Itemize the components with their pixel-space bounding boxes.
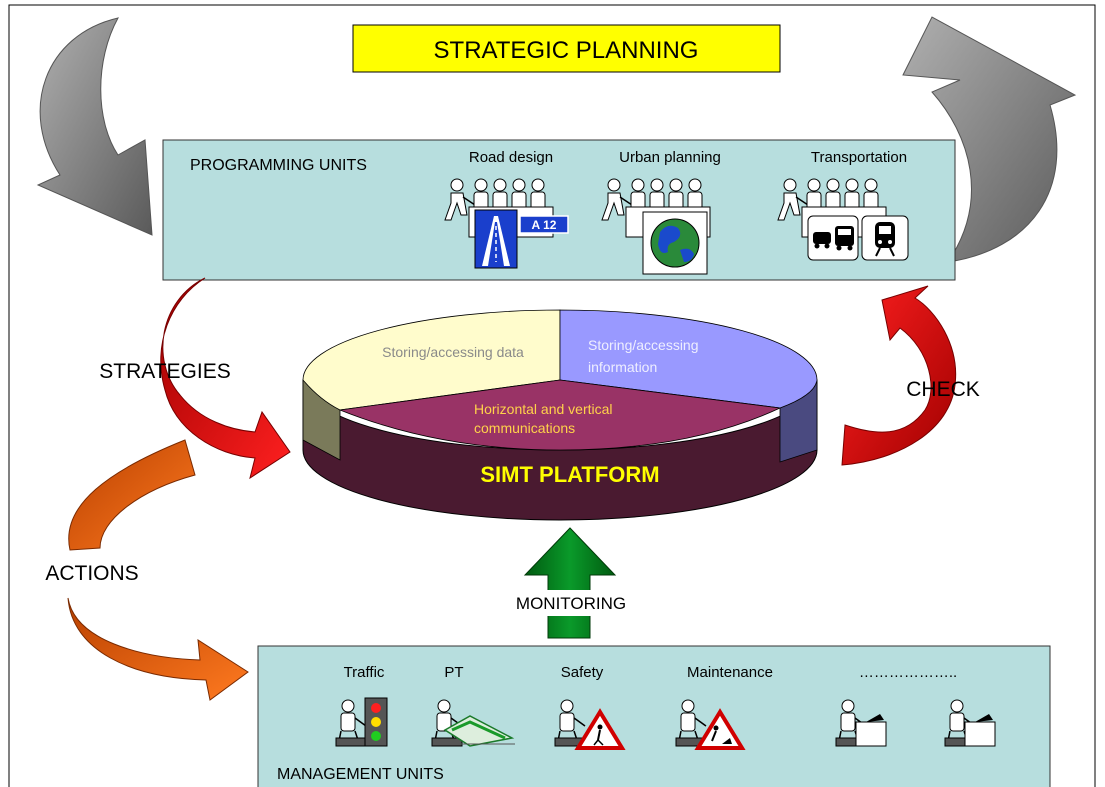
train-icon bbox=[861, 215, 909, 261]
storing-data-label: Storing/accessing data bbox=[382, 344, 524, 360]
simt-platform-label: SIMT PLATFORM bbox=[480, 462, 659, 487]
transportation-label: Transportation bbox=[811, 149, 907, 166]
pt-worker-icon bbox=[431, 699, 463, 747]
pedestrian-warning-sign-icon bbox=[574, 708, 626, 750]
communications-label-1: Horizontal and vertical bbox=[474, 401, 613, 417]
right-gray-curved-arrow bbox=[902, 16, 1077, 263]
roadworks-warning-sign-icon bbox=[694, 708, 746, 750]
traffic-worker-icon bbox=[335, 699, 367, 747]
safety-label: Safety bbox=[561, 664, 604, 681]
programming-units-heading: PROGRAMMING UNITS bbox=[190, 157, 367, 174]
actions-label: ACTIONS bbox=[45, 562, 138, 585]
actions-orange-arrow-lower bbox=[67, 597, 249, 701]
storing-information-label-2: information bbox=[588, 359, 657, 375]
communications-label-2: communications bbox=[474, 420, 575, 436]
bus-car-icon bbox=[807, 215, 859, 261]
pt-label: PT bbox=[444, 664, 463, 681]
segment-data bbox=[302, 309, 561, 411]
segment-information bbox=[559, 309, 818, 409]
page-border bbox=[8, 4, 1096, 787]
pt-train-icon bbox=[443, 715, 515, 747]
maintenance-label: Maintenance bbox=[687, 664, 773, 681]
strategies-red-arrow bbox=[160, 277, 291, 480]
traffic-light-icon bbox=[364, 697, 388, 747]
management-units-panel bbox=[257, 645, 1051, 787]
segment-communications bbox=[338, 379, 782, 451]
a12-sign bbox=[519, 215, 569, 234]
left-gray-curved-arrow bbox=[36, 17, 153, 236]
traffic-label: Traffic bbox=[344, 664, 385, 681]
urban-planning-label: Urban planning bbox=[619, 149, 721, 166]
a12-sign-label: A 12 bbox=[532, 218, 557, 232]
strategies-label: STRATEGIES bbox=[99, 360, 230, 383]
monitoring-green-arrow bbox=[523, 527, 617, 639]
globe-icon bbox=[642, 211, 708, 275]
check-label: CHECK bbox=[906, 378, 980, 401]
simt-platform-disk bbox=[302, 309, 818, 521]
actions-orange-arrow-upper bbox=[68, 439, 196, 551]
desk-worker-icon bbox=[944, 699, 996, 747]
storing-information-label-1: Storing/accessing bbox=[588, 337, 699, 353]
safety-worker-icon bbox=[554, 699, 586, 747]
highway-sign-icon bbox=[474, 209, 518, 269]
strategic-planning-box bbox=[352, 24, 781, 73]
more-units-label: ……………….. bbox=[859, 664, 957, 681]
check-red-arrow bbox=[841, 285, 957, 466]
road-design-label: Road design bbox=[469, 149, 553, 166]
management-units-heading: MANAGEMENT UNITS bbox=[277, 766, 444, 783]
monitoring-label-bg bbox=[497, 590, 645, 616]
desk-worker-icon bbox=[835, 699, 887, 747]
monitoring-label: MONITORING bbox=[516, 594, 626, 613]
strategic-planning-title: STRATEGIC PLANNING bbox=[434, 37, 699, 64]
